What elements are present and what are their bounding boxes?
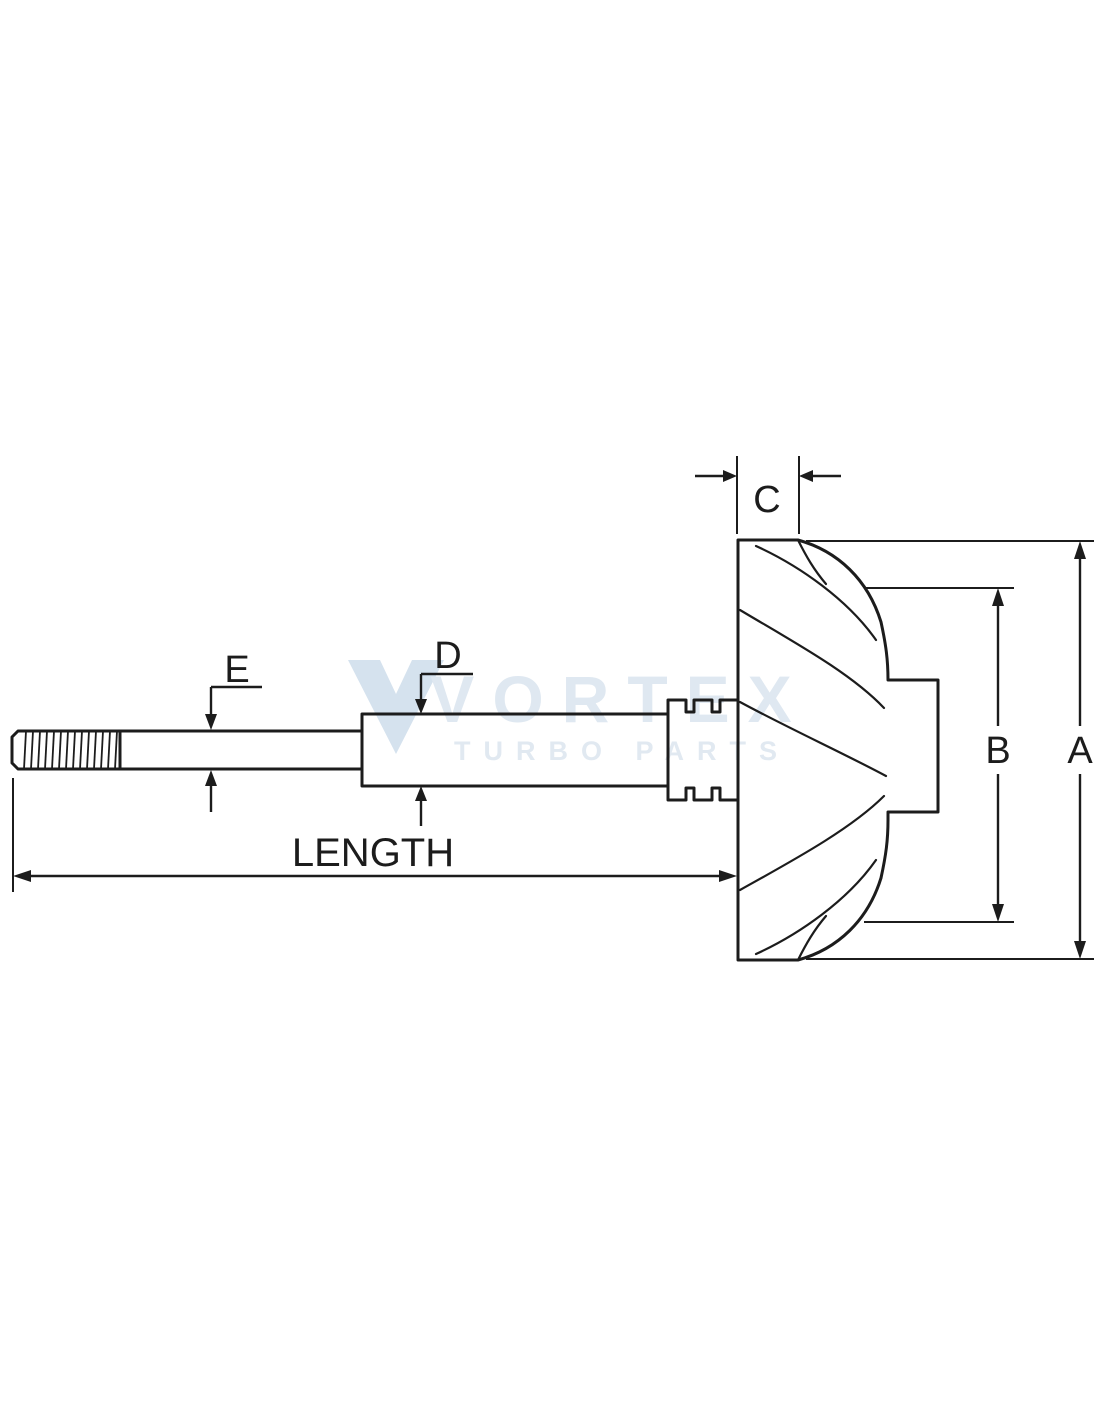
length-arrowhead-right [719,870,737,882]
dimension-length: LENGTH [12,778,737,892]
part-outlines [10,538,940,962]
watermark-tagline: TURBO PARTS [454,736,790,766]
d-arrowhead-top [415,699,427,714]
dimension-label-c: C [753,479,780,521]
length-arrowhead-left [13,870,31,882]
dimension-d: D [415,635,473,826]
dimension-label-length: LENGTH [292,831,454,875]
dimension-b: B [864,587,1014,923]
c-arrowhead-right [799,470,813,482]
c-arrowhead-left [723,470,737,482]
turbine-blade-lines [738,538,888,962]
watermark-brand: VORTEX [430,662,809,736]
d-arrowhead-bottom [415,786,427,801]
thin-shaft-fill [120,731,362,769]
dimension-label-e: E [224,649,249,691]
dimension-a: A [806,540,1094,960]
a-arrowhead-top [1074,541,1086,559]
e-arrowhead-bottom [205,770,217,786]
a-arrowhead-bottom [1074,941,1086,959]
dimension-label-b: B [985,730,1010,772]
dimension-e: E [205,649,262,812]
dimension-label-a: A [1067,730,1093,772]
b-arrowhead-bottom [992,904,1004,922]
e-arrowhead-top [205,714,217,730]
thread-hatching [23,730,118,770]
dimension-c: C [695,456,841,534]
watermark: VORTEX TURBO PARTS [348,660,809,766]
dimension-label-d: D [434,635,461,677]
b-arrowhead-top [992,588,1004,606]
